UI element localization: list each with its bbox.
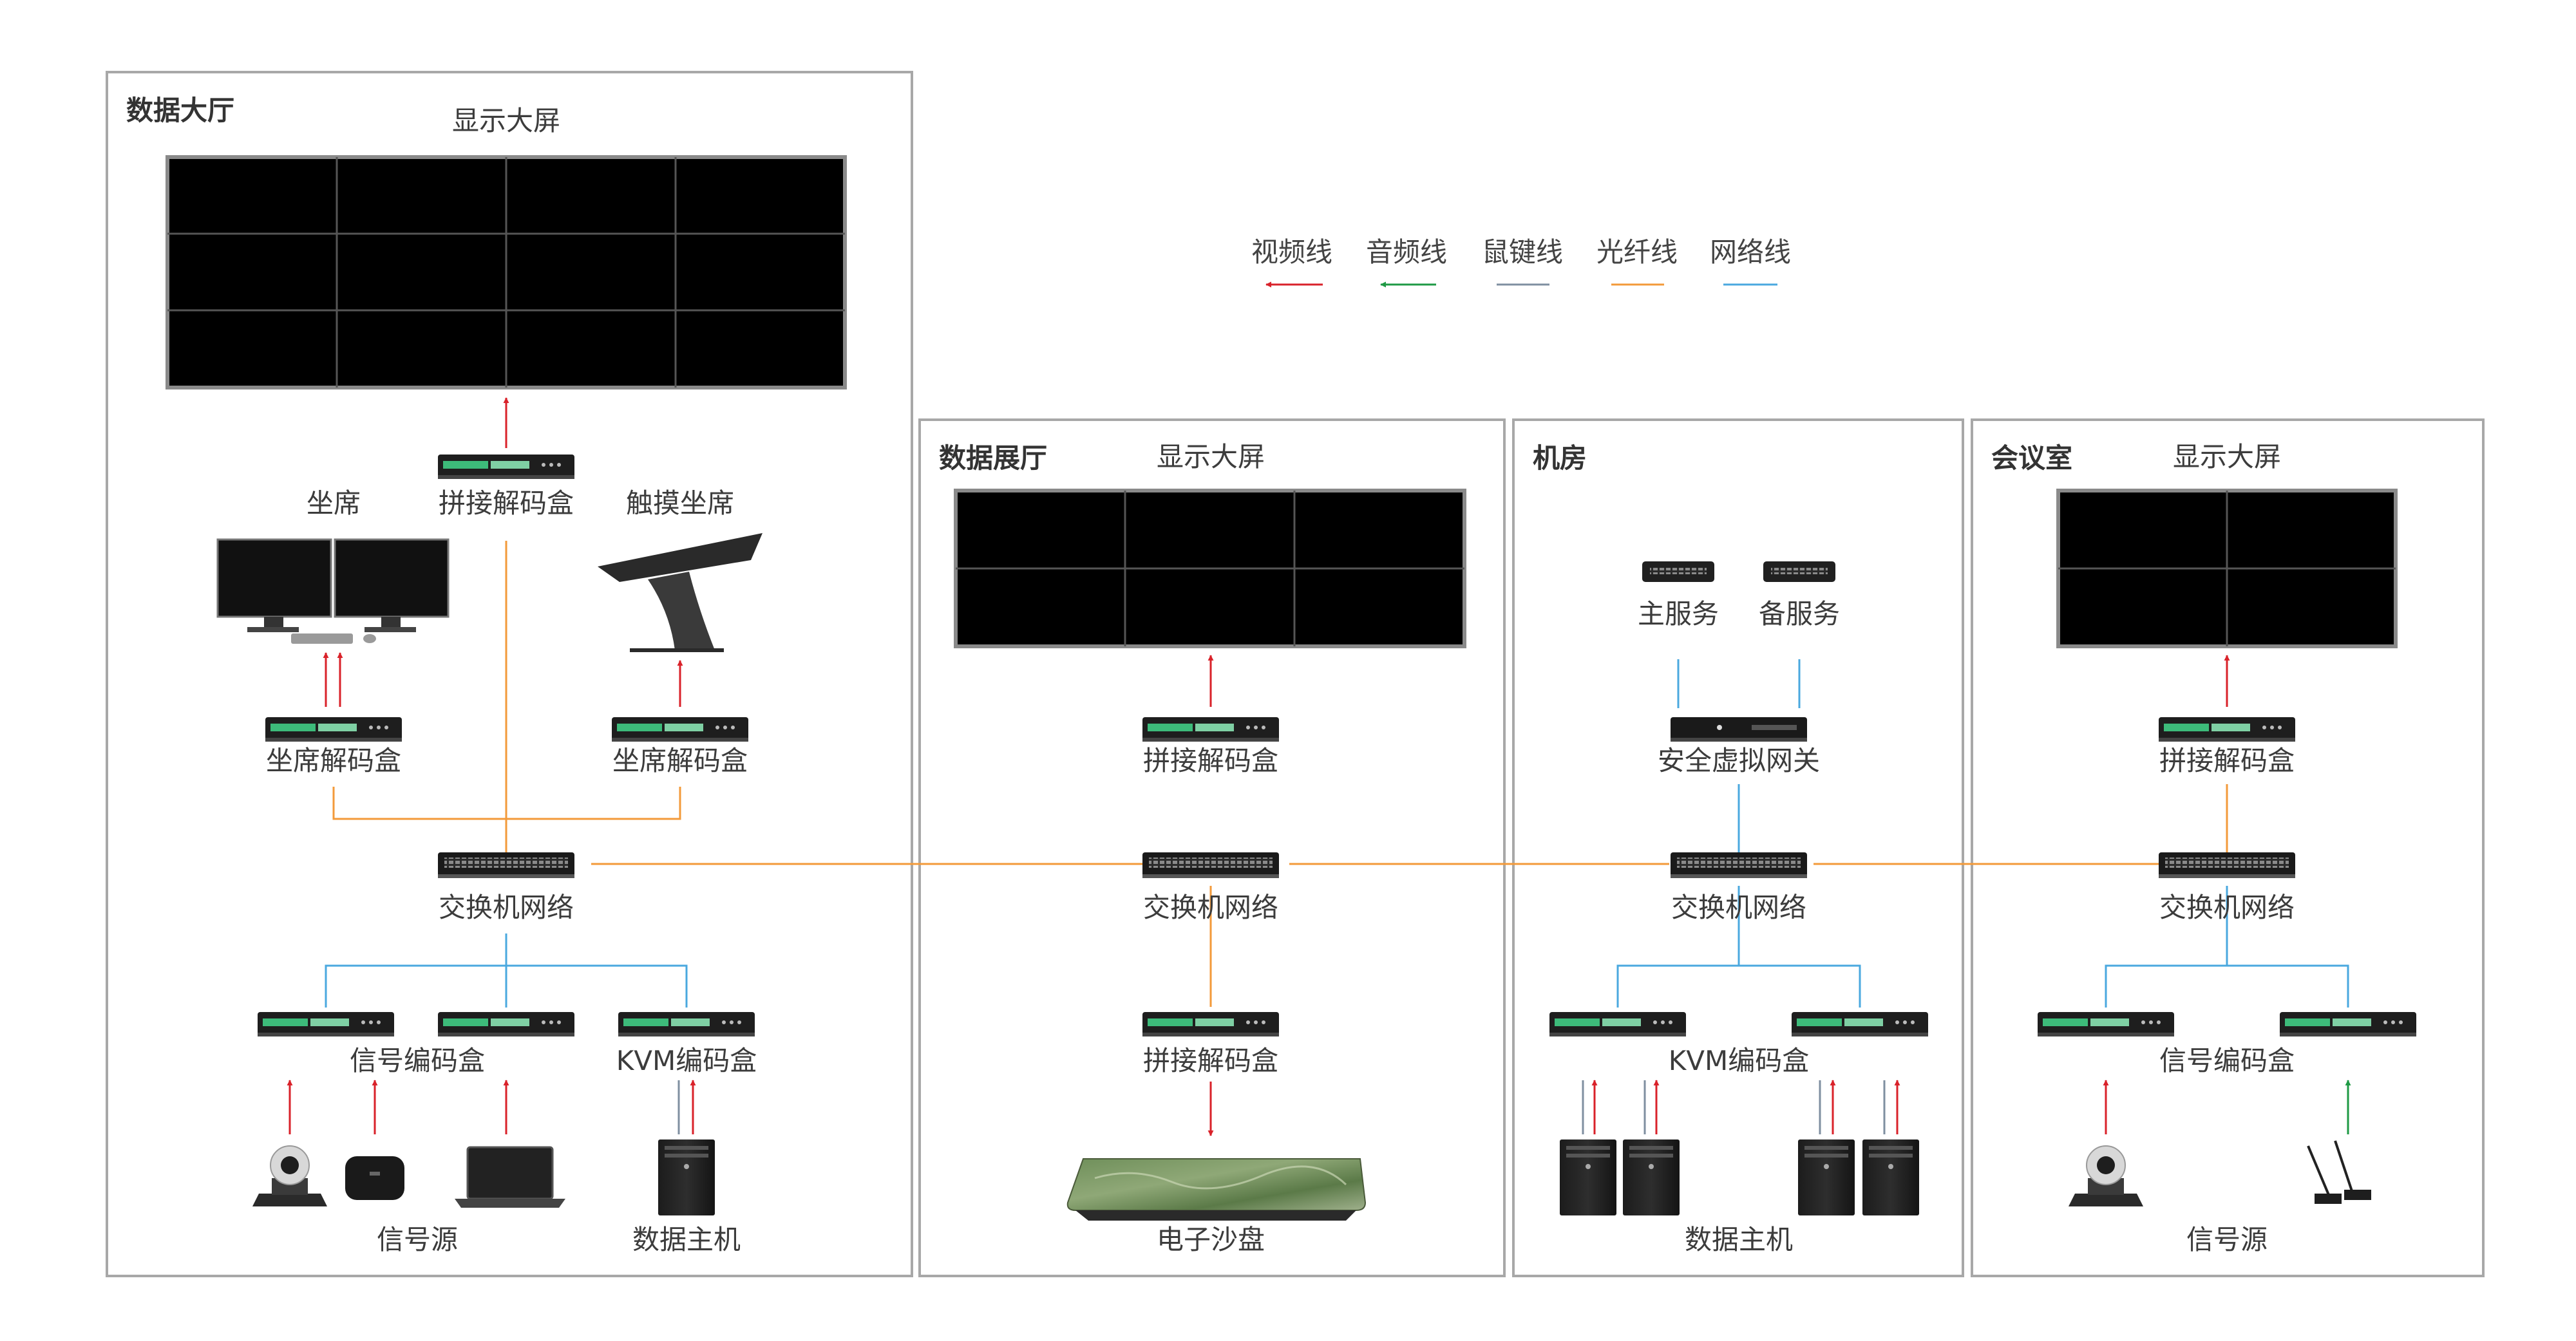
panel-hall — [106, 71, 913, 1277]
hall-display-wall — [166, 155, 847, 389]
hall-camera-icon — [252, 1145, 327, 1206]
hall-fiber-seat-bracket — [332, 787, 681, 820]
exhibit-splice-decoder-top-label: 拼接解码盒 — [1143, 745, 1278, 776]
machine-room-title: 机房 — [1533, 442, 1587, 474]
mt-signal-source-label: 信号源 — [2186, 1224, 2268, 1255]
meeting-display-wall — [2056, 489, 2398, 648]
hall-switch-label: 交换机网络 — [439, 892, 574, 923]
exhibit-title: 数据展厅 — [939, 442, 1047, 474]
hall-splice-decoder-label: 拼接解码盒 — [439, 487, 574, 519]
mr-host-1-icon — [1560, 1139, 1616, 1215]
mr-host-4-icon — [1862, 1139, 1919, 1215]
mt-splice-decoder — [2159, 717, 2295, 742]
legend-item-video: 视频线 — [1251, 236, 1332, 288]
hall-signal-encoder-1 — [258, 1012, 394, 1036]
hall-splice-decoder — [438, 455, 574, 479]
mt-camera-icon — [2069, 1145, 2143, 1206]
mr-data-host-label: 数据主机 — [1685, 1224, 1793, 1255]
mr-host-3-icon — [1798, 1139, 1855, 1215]
panel-exhibit — [918, 418, 1506, 1277]
mr-switch-label: 交换机网络 — [1671, 892, 1806, 923]
legend-item-kvm: 鼠键线 — [1482, 236, 1563, 286]
mt-signal-encoder-1 — [2038, 1012, 2174, 1036]
exhibit-switch — [1142, 852, 1279, 878]
sandtable-icon — [1066, 1158, 1367, 1221]
legend-label-fiber: 光纤线 — [1596, 236, 1678, 268]
hall-data-host-icon — [658, 1139, 715, 1215]
legend-label-audio: 音频线 — [1366, 236, 1447, 268]
hall-signal-source-label: 信号源 — [377, 1224, 458, 1255]
hall-seat-monitors-icon — [216, 538, 450, 644]
legend-item-audio: 音频线 — [1366, 236, 1447, 288]
hall-display-label: 显示大屏 — [452, 105, 560, 136]
security-gateway — [1671, 717, 1807, 742]
backup-server-icon — [1763, 561, 1835, 582]
hall-touch-seat-icon — [598, 533, 762, 652]
mt-signal-encoder-2 — [2280, 1012, 2416, 1036]
mt-switch — [2159, 852, 2295, 878]
mt-splice-decoder-label: 拼接解码盒 — [2159, 745, 2295, 776]
mr-kvm-encoder-1 — [1549, 1012, 1686, 1036]
mt-signal-encoder-label: 信号编码盒 — [2159, 1045, 2295, 1076]
mt-net-bracket — [2105, 964, 2349, 1008]
hall-kvm-encoder-label: KVM编码盒 — [616, 1045, 757, 1076]
connections — [287, 397, 2351, 1136]
exhibit-display-label: 显示大屏 — [1157, 441, 1265, 473]
mr-kvm-encoder-label: KVM编码盒 — [1669, 1045, 1810, 1076]
hall-seat-decoder-right-label: 坐席解码盒 — [612, 745, 748, 776]
sandtable-label: 电子沙盘 — [1157, 1224, 1265, 1255]
mr-switch — [1671, 852, 1807, 878]
security-gateway-label: 安全虚拟网关 — [1658, 745, 1820, 776]
meeting-display-label: 显示大屏 — [2173, 441, 2281, 473]
hall-switch — [438, 852, 574, 878]
exhibit-splice-decoder-bottom — [1142, 1012, 1279, 1036]
legend: 视频线 音频线 鼠键线 光纤线 网络线 — [1251, 236, 1791, 288]
hall-media-box-icon — [345, 1156, 404, 1200]
hall-data-host-label: 数据主机 — [632, 1224, 741, 1255]
exhibit-switch-label: 交换机网络 — [1143, 892, 1278, 923]
hall-seat-decoder-right — [612, 717, 748, 742]
mr-host-2-icon — [1623, 1139, 1680, 1215]
hall-title: 数据大厅 — [126, 95, 234, 126]
panel-meeting — [1971, 418, 2485, 1277]
hall-seat-label: 坐席 — [307, 487, 361, 519]
backup-service-label: 备服务 — [1759, 598, 1840, 630]
exhibit-splice-decoder-bottom-label: 拼接解码盒 — [1143, 1045, 1278, 1076]
hall-signal-encoder-label: 信号编码盒 — [350, 1045, 485, 1076]
legend-label-video: 视频线 — [1251, 236, 1332, 268]
hall-laptop-icon — [455, 1146, 565, 1208]
exhibit-display-wall — [954, 489, 1466, 648]
main-service-label: 主服务 — [1638, 598, 1719, 630]
hall-kvm-encoder — [618, 1012, 755, 1036]
mr-kvm-encoder-2 — [1792, 1012, 1928, 1036]
mr-net-bracket — [1616, 964, 1861, 1008]
hall-signal-encoder-2 — [438, 1012, 574, 1036]
mt-microphone-icon — [2307, 1140, 2371, 1204]
meeting-title: 会议室 — [1991, 442, 2072, 474]
main-server-icon — [1642, 561, 1714, 582]
hall-touch-seat-label: 触摸坐席 — [626, 487, 734, 519]
exhibit-splice-decoder-top — [1142, 717, 1279, 742]
hall-seat-decoder-left-label: 坐席解码盒 — [266, 745, 401, 776]
legend-item-fiber: 光纤线 — [1596, 236, 1678, 286]
panel-machine-room — [1512, 418, 1964, 1277]
legend-label-network: 网络线 — [1710, 236, 1791, 268]
legend-label-kvm: 鼠键线 — [1482, 236, 1563, 268]
mt-switch-label: 交换机网络 — [2159, 892, 2295, 923]
legend-item-network: 网络线 — [1710, 236, 1791, 286]
hall-seat-decoder-left — [265, 717, 402, 742]
